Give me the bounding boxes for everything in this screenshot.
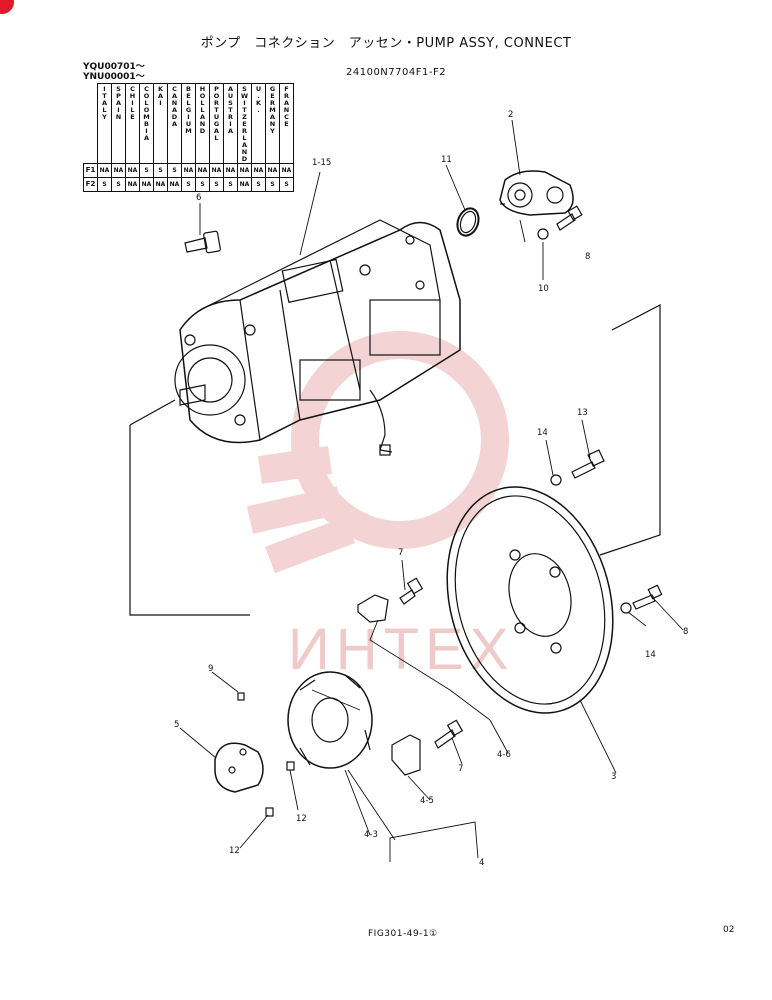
set-screw-part-9 [237,692,245,701]
callout-13: 13 [577,408,588,418]
callout-7-top: 7 [398,548,404,558]
callout-1-15: 1-15 [312,158,332,168]
part-number: 24100N7704F1-F2 [346,67,447,78]
callout-4: 4 [479,858,485,868]
serial-range-2: YNU00001～ [83,72,145,82]
callout-14-bottom: 14 [645,650,656,660]
callout-10: 10 [538,284,549,294]
bolt-part-6 [184,230,221,254]
frame-line-left [129,425,250,616]
frame-line-left-top [129,399,176,426]
callout-9: 9 [208,664,214,674]
bolt-part-8-bottom [632,584,663,610]
table-cell: S [181,177,196,192]
washer-part-14-bottom [620,602,632,614]
figure-number: FIG301-49-1① [368,929,438,939]
callout-8-top: 8 [585,252,591,262]
callout-6: 6 [196,193,202,203]
coupling-element-part-4-3 [287,671,373,769]
hub-part-5 [214,742,264,793]
o-ring-inner [459,210,477,234]
callout-8-bottom: 8 [683,627,689,637]
gear-pump-part-2 [499,170,574,216]
bolt-part-7-top [399,577,424,605]
callout-7-bottom: 7 [458,764,464,774]
bolt-part-8-top [556,205,583,231]
page-title: ポンプ コネクション アッセン・PUMP ASSY, CONNECT [200,36,572,51]
table-cell: S [279,177,294,192]
bracket-part-4-5 [391,734,421,776]
callout-4-3: 4-3 [364,830,378,840]
callout-11: 11 [441,155,452,165]
washer-part-10 [537,228,549,240]
insert-part-4-6 [357,594,389,623]
set-screw-part-12-b [265,807,274,817]
callout-2: 2 [508,110,514,120]
page-number: 02 [723,925,735,935]
serial-range-1: YQU00701～ [83,62,145,72]
flywheel-housing-part-3 [446,486,614,714]
callout-5: 5 [174,720,180,730]
bolt-part-7-bottom [434,719,464,749]
set-screw-part-12-a [286,761,295,771]
o-ring-part-11 [456,207,480,237]
callout-12-a: 12 [296,814,307,824]
main-pump-assembly [174,219,461,456]
callout-4-5: 4-5 [420,796,434,806]
table-cell: S [111,177,126,192]
frame-line-right [599,304,661,556]
bolt-part-13 [571,449,605,479]
table-cell: S [265,177,280,192]
callout-4-6: 4-6 [497,750,511,760]
washer-part-14-top [550,474,562,486]
callout-14-top: 14 [537,428,548,438]
callout-3: 3 [611,772,617,782]
callout-12-b: 12 [229,846,240,856]
watermark-gear-icon [246,331,509,574]
